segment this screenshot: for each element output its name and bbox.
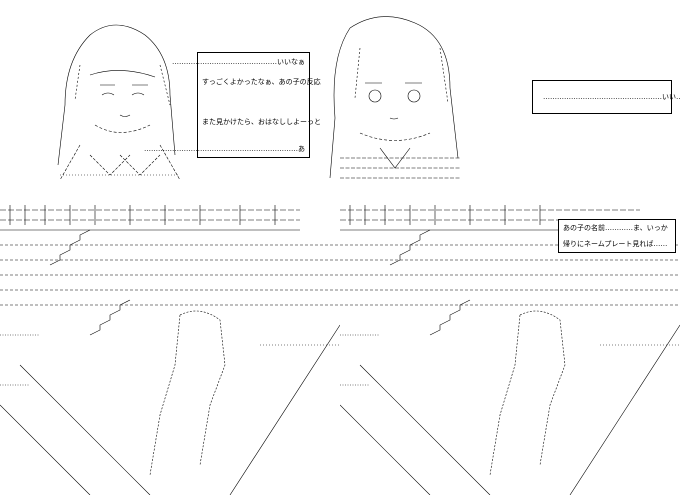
speech-box-bottom-right: あの子の名前…………ま、いっか 帰りにネームプレート見れば…… bbox=[558, 219, 676, 253]
dialog-line: 帰りにネームプレート見れば…… bbox=[563, 240, 668, 248]
dialog-line: ………………………………………いいなぁ bbox=[172, 58, 305, 66]
dialog-line: ……………………………………………いい…… bbox=[543, 93, 680, 101]
dialog-line: すっごくよかったなぁ、あの子の反応 bbox=[202, 78, 321, 86]
speech-box-top-left: ………………………………………いいなぁ すっごくよかったなぁ、あの子の反応 また… bbox=[144, 52, 321, 158]
panel-bottom-left bbox=[0, 205, 340, 495]
panel-top-right: ……………………………………………いい…… bbox=[329, 0, 680, 195]
speech-box-top-right: ……………………………………………いい…… bbox=[532, 80, 680, 114]
dialog-line: …………………………………………………………あ bbox=[144, 145, 305, 153]
street-scene-ascii-art-left bbox=[0, 205, 340, 495]
panel-top-left: ………………………………………いいなぁ すっごくよかったなぁ、あの子の反応 また… bbox=[0, 0, 340, 195]
girl-ascii-art-left bbox=[57, 24, 181, 181]
girl-ascii-art-right bbox=[329, 16, 460, 179]
dialog-line: あの子の名前…………ま、いっか bbox=[563, 224, 668, 232]
panel-bottom-right: あの子の名前…………ま、いっか 帰りにネームプレート見れば…… bbox=[340, 205, 680, 495]
dialog-line: また見かけたら、おはなししよーっと bbox=[202, 118, 321, 126]
